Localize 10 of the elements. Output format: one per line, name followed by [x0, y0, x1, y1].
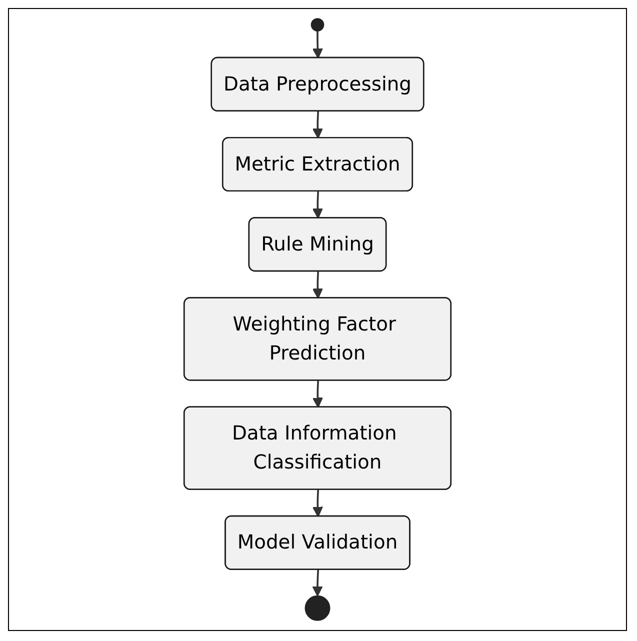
arrow	[312, 380, 324, 408]
arrow	[312, 272, 324, 299]
arrow	[312, 111, 324, 139]
arrow	[312, 192, 324, 219]
arrow	[312, 490, 324, 518]
arrow	[312, 30, 324, 59]
arrow	[312, 570, 323, 597]
flowchart-drawing: Data Preprocessing Metric Extraction Rule Mining Weighting Factor Prediction Data Information Classification Model Validation	[9, 9, 626, 630]
node-circle	[310, 18, 324, 32]
node-circle	[304, 595, 330, 621]
